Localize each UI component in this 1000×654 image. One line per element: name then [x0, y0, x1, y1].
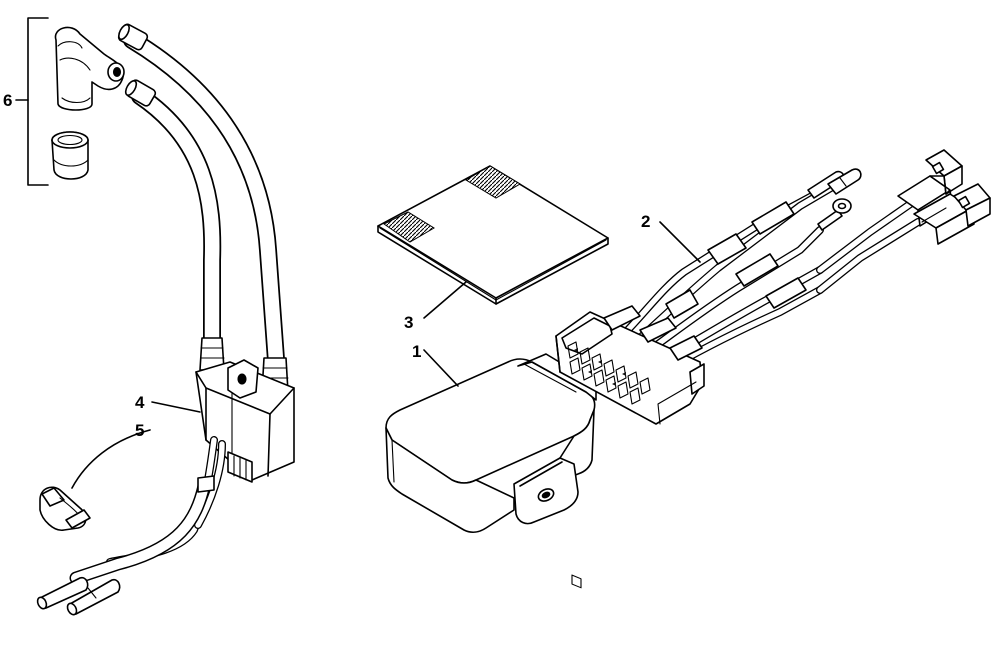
- callout-1-leader: [423, 349, 459, 387]
- adhesive-pad: [377, 165, 609, 305]
- coil-primary-wires: [69, 436, 226, 585]
- harness-sleeves: [665, 201, 807, 319]
- callout-2-leader: [659, 221, 701, 263]
- callout-5-leader: [71, 429, 151, 489]
- bullet-terminals: [807, 168, 862, 199]
- spark-plug-cap-kit: [15, 17, 125, 186]
- spark-plug-cap: [54, 26, 125, 111]
- callout-4-leader: [151, 401, 201, 413]
- connector-pin-cavities: [567, 341, 651, 589]
- callout-5: 5: [135, 421, 144, 440]
- ht-lead-terminals: [117, 23, 157, 107]
- callout-2: 2: [641, 212, 650, 231]
- cdi-module: [385, 353, 597, 533]
- ignition-coil-assembly: [36, 23, 295, 616]
- ring-terminal: [817, 198, 852, 231]
- callout-4: 4: [135, 393, 145, 412]
- harness-main-connector: [555, 305, 705, 589]
- pad-hatch-left: [383, 211, 435, 243]
- callout-1: 1: [412, 342, 421, 361]
- callout-3: 3: [404, 313, 413, 332]
- wire-clip: [39, 486, 91, 531]
- pad-hatch-top: [465, 165, 521, 199]
- harness-plug-connector-lower: [913, 183, 991, 245]
- ht-lead-front: [131, 87, 222, 354]
- kit-bracket: [27, 17, 49, 186]
- coil-wire-connectors: [36, 576, 121, 616]
- callout-6: 6: [3, 91, 12, 110]
- wiring-harness: [555, 149, 991, 589]
- ht-lead-rear: [123, 31, 285, 369]
- callout-3-leader: [423, 281, 467, 319]
- plug-boot: [51, 131, 89, 180]
